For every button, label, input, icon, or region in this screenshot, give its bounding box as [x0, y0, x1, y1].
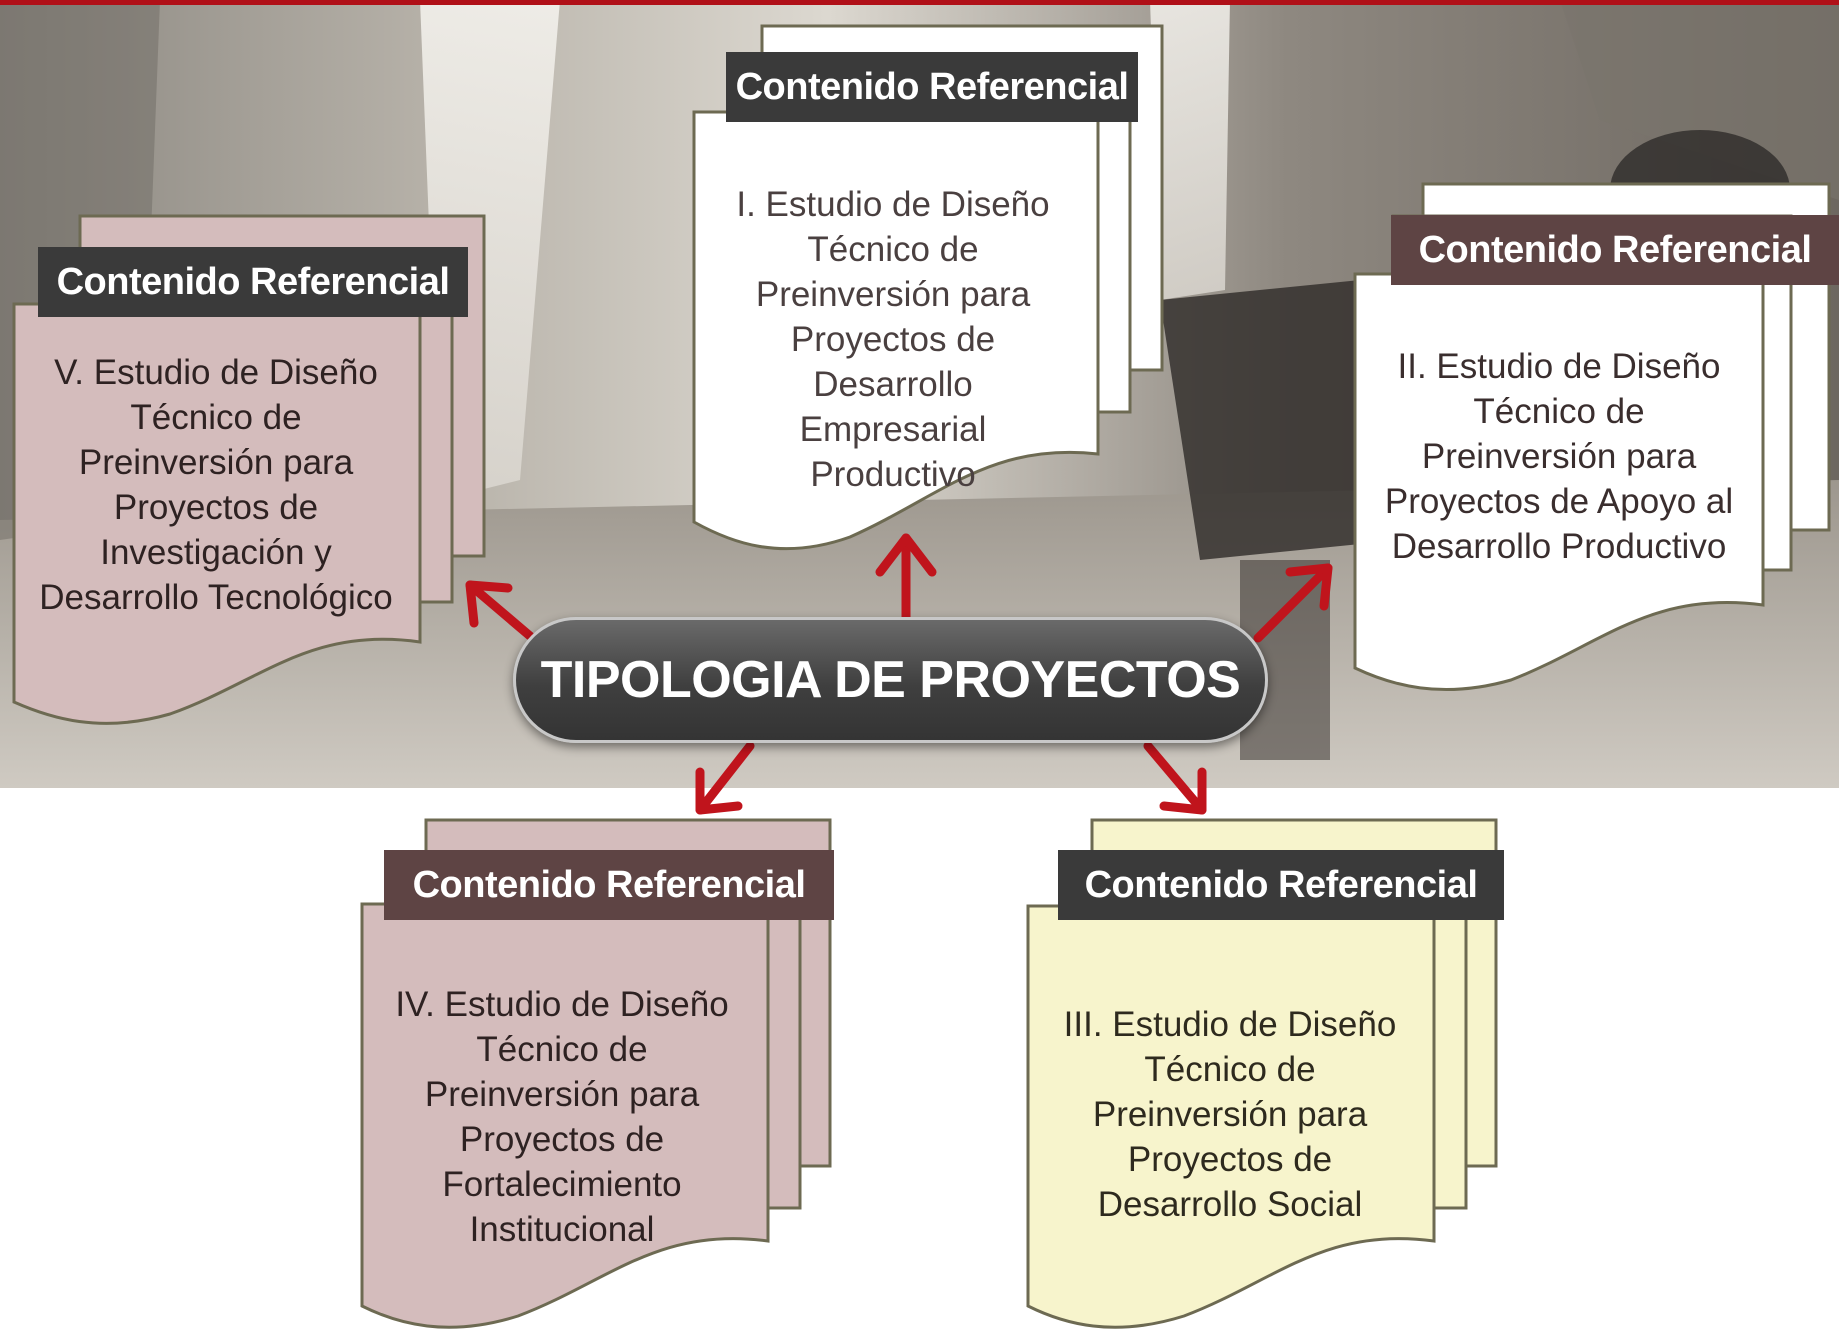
card-text: II. Estudio de Diseño Técnico de Preinve…	[1384, 347, 1734, 566]
card-iii: Contenido Referencial III. Estudio de Di…	[1024, 816, 1504, 1330]
arrow-to-card-iv	[695, 741, 755, 815]
arrow-to-card-iii	[1143, 741, 1207, 815]
arrow-to-card-i	[875, 533, 937, 623]
card-v: Contenido Referencial V. Estudio de Dise…	[10, 212, 490, 728]
document-stack-shape	[360, 818, 832, 1329]
card-tag: Contenido Referencial	[384, 850, 834, 920]
card-tag: Contenido Referencial	[726, 52, 1138, 122]
card-tag: Contenido Referencial	[1391, 215, 1839, 285]
card-i: Contenido Referencial I. Estudio de Dise…	[690, 22, 1164, 551]
center-title: TIPOLOGIA DE PROYECTOS	[513, 617, 1268, 743]
card-text: III. Estudio de Diseño Técnico de Preinv…	[1063, 1005, 1397, 1224]
card-text: V. Estudio de Diseño Técnico de Preinver…	[39, 353, 393, 617]
arrow-to-card-ii	[1253, 563, 1333, 643]
card-ii: Contenido Referencial II. Estudio de Dis…	[1351, 180, 1839, 692]
card-tag: Contenido Referencial	[38, 247, 468, 317]
top-accent-bar	[0, 0, 1839, 5]
card-text: IV. Estudio de Diseño Técnico de Preinve…	[395, 985, 729, 1249]
card-iv: Contenido Referencial IV. Estudio de Dis…	[358, 816, 834, 1330]
card-text: I. Estudio de Diseño Técnico de Preinver…	[736, 185, 1050, 494]
card-tag: Contenido Referencial	[1058, 850, 1504, 920]
arrow-to-card-v	[465, 580, 535, 641]
